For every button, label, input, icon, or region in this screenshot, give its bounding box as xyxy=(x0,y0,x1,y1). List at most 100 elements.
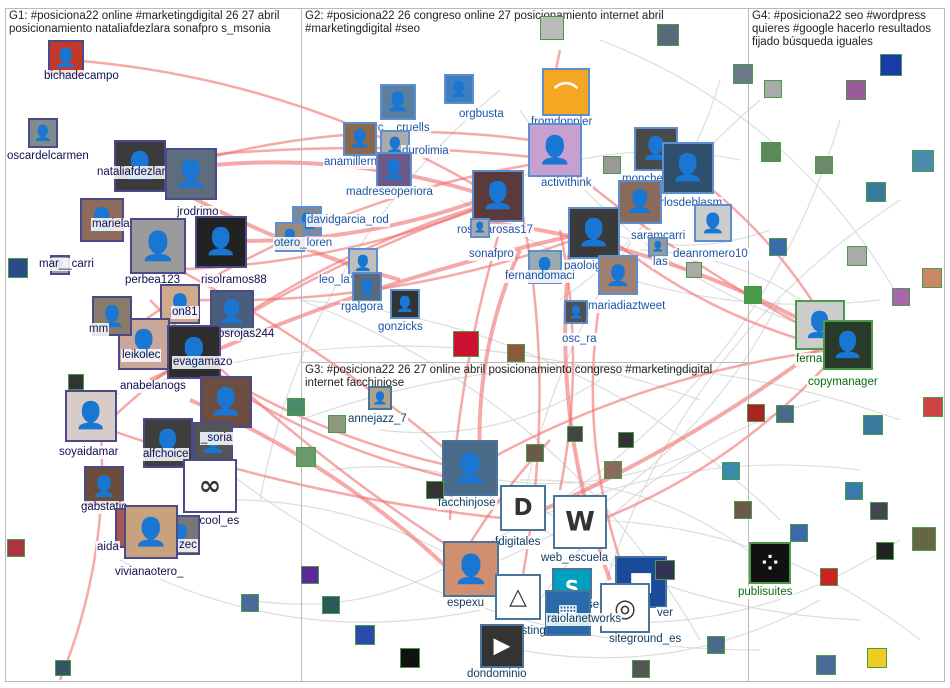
avatar-icon xyxy=(426,481,444,499)
avatar-icon xyxy=(846,80,866,100)
node-label: dondominio xyxy=(466,668,528,681)
avatar-icon xyxy=(68,374,84,390)
avatar: 👤 xyxy=(528,123,582,177)
avatar-icon xyxy=(603,156,621,174)
avatar: D xyxy=(500,485,546,531)
avatar: 👤 xyxy=(343,122,377,156)
avatar-icon xyxy=(764,80,782,98)
avatar-glyph: 👤 xyxy=(385,136,405,154)
avatar-glyph: W xyxy=(565,506,595,538)
avatar-icon xyxy=(618,432,634,448)
node-label: anamillernet xyxy=(323,156,388,169)
avatar-glyph: ∞ xyxy=(198,470,222,502)
node-label: saramcarri xyxy=(630,230,687,243)
mention-edge xyxy=(199,228,601,302)
node-label: jrodrimo xyxy=(176,206,220,219)
avatar-glyph: 👤 xyxy=(452,451,488,485)
node-label: nataliafdezlara xyxy=(96,166,173,179)
node-label: soyaidamar xyxy=(58,446,120,459)
node-label: ferna xyxy=(795,353,824,366)
node-label: rgalgora xyxy=(340,301,385,314)
avatar: 👤 xyxy=(84,466,124,506)
avatar-icon xyxy=(815,156,833,174)
avatar: 👤 xyxy=(167,325,221,379)
avatar-glyph: 👤 xyxy=(140,229,176,263)
mention-edge xyxy=(69,58,501,202)
avatar: ⌒ xyxy=(542,68,590,116)
avatar-icon xyxy=(761,142,781,162)
group-title-g2: G2: #posiciona22 26 congreso online 27 p… xyxy=(305,10,664,35)
avatar: 👤 xyxy=(165,148,217,200)
avatar-icon xyxy=(820,568,838,586)
avatar-glyph: 👤 xyxy=(386,91,410,113)
edge xyxy=(119,559,481,623)
mention-edge xyxy=(109,198,501,421)
node-label: annejazz_7 xyxy=(347,413,408,426)
node-label: fdigitales xyxy=(494,536,542,549)
edge xyxy=(599,229,771,246)
group-title-g4: G4: #posiciona22 seo #wordpress quieres … xyxy=(752,10,932,48)
avatar-glyph: ⌒ xyxy=(554,80,578,109)
avatar-icon xyxy=(55,660,71,676)
node-label: osc_ra xyxy=(561,333,598,346)
avatar: 👤 xyxy=(564,300,588,324)
node-label: bichadecampo xyxy=(43,70,120,83)
node-label: gonzicks xyxy=(377,321,424,334)
avatar-glyph: 👤 xyxy=(605,263,631,287)
avatar-glyph: 👤 xyxy=(832,330,864,359)
avatar-glyph: 👤 xyxy=(626,189,654,215)
avatar: ▶ xyxy=(480,624,524,668)
avatar-icon xyxy=(734,501,752,519)
avatar-glyph: 👤 xyxy=(74,401,108,431)
avatar: 👤 xyxy=(442,440,498,496)
avatar-icon xyxy=(892,288,910,306)
avatar: 👤 xyxy=(368,386,392,410)
avatar-glyph: 👤 xyxy=(671,153,705,183)
avatar-glyph: 👤 xyxy=(701,212,725,235)
avatar: 👤 xyxy=(376,152,412,188)
avatar: 👤 xyxy=(470,218,490,238)
avatar-glyph: 👤 xyxy=(204,227,238,257)
node-label: leo_la xyxy=(318,274,351,287)
node-label: sonafpro xyxy=(468,248,515,261)
node-label: zec xyxy=(178,539,198,552)
avatar-icon xyxy=(657,24,679,46)
node-label: orgbusta xyxy=(458,108,505,121)
avatar-glyph: 👤 xyxy=(651,241,665,253)
avatar-icon xyxy=(722,462,740,480)
node-label: web_escuela xyxy=(540,552,610,565)
node-label: leikolec xyxy=(121,349,162,362)
avatar-icon xyxy=(655,560,675,580)
avatar: 👤 xyxy=(390,289,420,319)
avatar-glyph: 👤 xyxy=(134,517,168,548)
node-label: _soria xyxy=(200,432,234,445)
avatar-glyph: 👤 xyxy=(353,254,373,272)
avatar: 👤 xyxy=(694,204,732,242)
avatar-icon xyxy=(867,648,887,668)
avatar: 👤 xyxy=(618,180,662,224)
avatar-icon xyxy=(328,415,346,433)
avatar: 👤 xyxy=(648,237,668,257)
node-label: mm xyxy=(88,323,110,336)
avatar-glyph: 👤 xyxy=(54,47,78,69)
edge xyxy=(599,199,901,601)
avatar: 👤 xyxy=(130,218,186,274)
avatar: W xyxy=(553,495,607,549)
avatar: 👤 xyxy=(444,74,474,104)
avatar-icon xyxy=(876,542,894,560)
node-label: durolimia xyxy=(401,145,450,158)
node-label: mar__carri xyxy=(38,258,95,271)
node-label: fernandomaci xyxy=(504,270,576,283)
avatar-icon xyxy=(686,262,702,278)
avatar-glyph: 👤 xyxy=(538,135,572,166)
avatar-icon xyxy=(912,150,934,172)
avatar-glyph: 👤 xyxy=(372,391,388,405)
edge xyxy=(499,299,781,561)
avatar-icon xyxy=(301,566,319,584)
avatar-glyph: △ xyxy=(509,584,527,610)
edge xyxy=(459,464,861,561)
avatar: 👤 xyxy=(124,505,178,559)
node-label: perbea123 xyxy=(124,274,181,287)
avatar-glyph: ▶ xyxy=(493,633,511,659)
avatar-glyph: 👤 xyxy=(449,80,469,98)
